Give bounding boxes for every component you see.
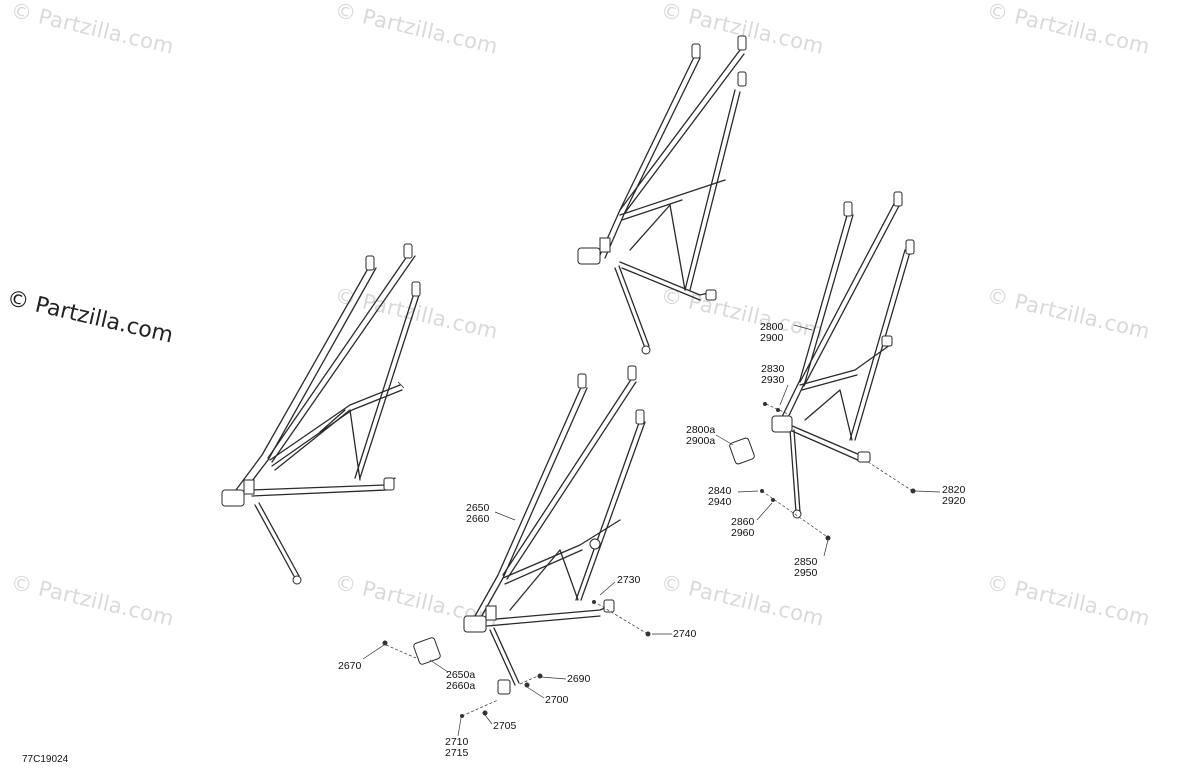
callout-line: 2660a [446, 680, 476, 692]
callout-line: 2715 [445, 747, 469, 759]
frame-bottom [463, 365, 646, 695]
callout-line: 2730 [617, 574, 641, 586]
callout-2670: 2670 [338, 661, 361, 672]
callout-line: 2800 [760, 321, 784, 333]
callout-line: 2700 [545, 694, 569, 706]
callout-2800a: 2800a 2900a [686, 425, 715, 447]
callout-2820: 2820 2920 [942, 485, 965, 507]
callout-2740: 2740 [673, 629, 696, 640]
callout-line: 2650a [446, 669, 476, 681]
callout-line: 2710 [445, 736, 469, 748]
callout-2650: 2650 2660 [466, 503, 489, 525]
callout-2830: 2830 2930 [761, 364, 784, 386]
callout-2800: 2800 2900 [760, 322, 783, 344]
callout-line: 2660 [466, 513, 490, 525]
callout-line: 2705 [493, 720, 517, 732]
callout-2700: 2700 [545, 695, 568, 706]
callout-line: 2850 [794, 556, 818, 568]
callout-line: 2670 [338, 660, 362, 672]
callout-2850: 2850 2950 [794, 557, 817, 579]
callout-line: 2930 [761, 374, 785, 386]
callout-2650a: 2650a 2660a [446, 670, 475, 692]
callout-2690: 2690 [567, 674, 590, 685]
callout-2705: 2705 [493, 721, 516, 732]
callout-2710: 2710 2715 [445, 737, 468, 759]
frame-top [577, 35, 747, 355]
leader-lines [362, 324, 941, 737]
callout-line: 2860 [731, 516, 755, 528]
callout-2860: 2860 2960 [731, 517, 754, 539]
callout-line: 2900 [760, 332, 784, 344]
callout-line: 2820 [942, 484, 966, 496]
callout-line: 2840 [708, 485, 732, 497]
callout-line: 2800a [686, 424, 716, 436]
callout-line: 2900a [686, 435, 716, 447]
callout-2840: 2840 2940 [708, 486, 731, 508]
callout-line: 2650 [466, 502, 490, 514]
callout-line: 2960 [731, 527, 755, 539]
callout-2730: 2730 [617, 575, 640, 586]
drawing-code: 77C19024 [22, 754, 69, 765]
callout-line: 2950 [794, 567, 818, 579]
callout-line: 2740 [673, 628, 697, 640]
callout-line: 2690 [567, 673, 591, 685]
frame-left [221, 243, 421, 585]
callout-line: 2940 [708, 496, 732, 508]
frame-right [771, 191, 915, 519]
callout-line: 2830 [761, 363, 785, 375]
callout-line: 2920 [942, 495, 966, 507]
